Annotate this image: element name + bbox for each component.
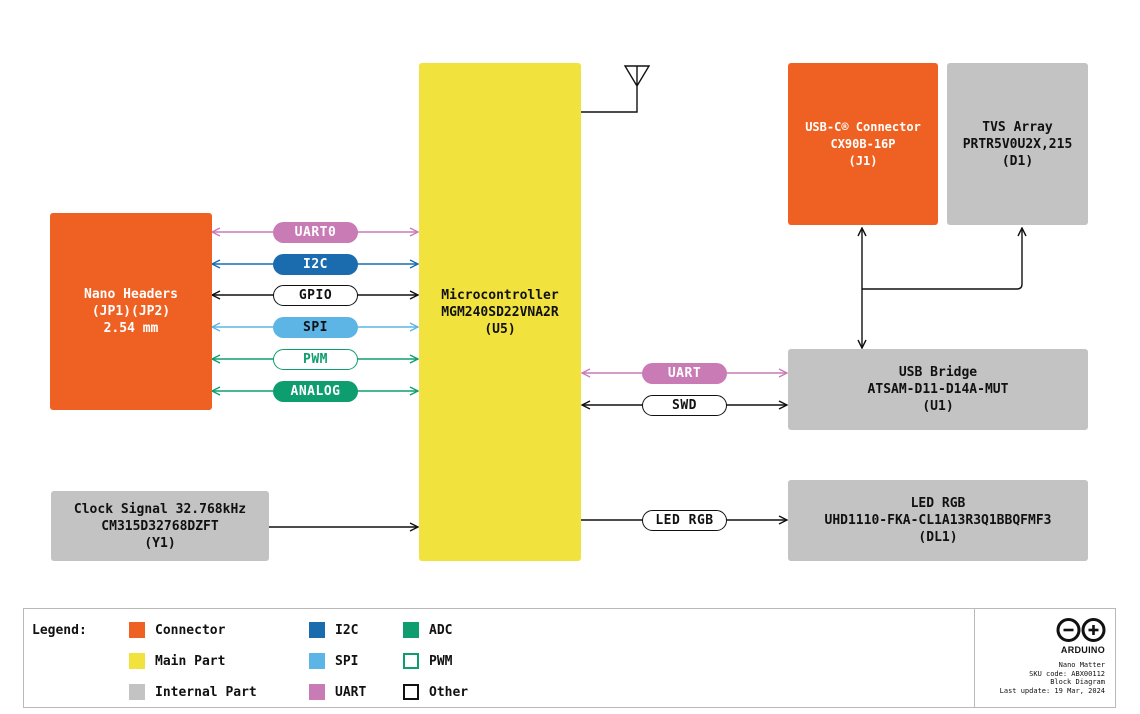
- legend-label-uart: UART: [335, 684, 367, 700]
- gpio-pill: GPIO: [273, 285, 358, 306]
- clock-title: Clock Signal 32.768kHz: [73, 501, 247, 517]
- nano-headers-pitch: 2.54 mm: [103, 321, 159, 336]
- legend-label-internal-part: Internal Part: [155, 684, 257, 700]
- legend-label-adc: ADC: [429, 622, 453, 638]
- tvs-line: [862, 228, 1022, 290]
- antenna-icon: [581, 65, 651, 113]
- legend-label-main-part: Main Part: [155, 653, 226, 669]
- usb-bridge-title: USB Bridge: [898, 365, 978, 380]
- tvs-array-block: TVS Array PRTR5V0U2X,215 (D1): [947, 63, 1088, 225]
- uart0-pill: UART0: [273, 222, 358, 243]
- legend-label-pwm: PWM: [429, 653, 453, 669]
- adc-swatch: [403, 622, 419, 638]
- legend-panel: Legend: Connector Main Part Internal Par…: [23, 608, 1116, 708]
- internal-part-swatch: [129, 684, 145, 700]
- pwm-swatch: [403, 653, 419, 669]
- legend-item-adc: ADC: [403, 622, 452, 638]
- uart-swatch: [309, 684, 325, 700]
- pwm-pill: PWM: [273, 349, 358, 370]
- brand-product: Nano Matter: [1058, 661, 1105, 669]
- usb-bridge-block: USB Bridge ATSAM-D11-D14A-MUT (U1): [788, 349, 1088, 430]
- legend-title: Legend:: [32, 623, 87, 638]
- usb-c-connector-block: USB-C® Connector CX90B-16P (J1): [788, 63, 938, 225]
- usb-bridge-part: ATSAM-D11-D14A-MUT: [867, 382, 1009, 397]
- brand-info: Nano Matter SKU code: ABX00112 Block Dia…: [1000, 661, 1105, 695]
- tvs-ref: (D1): [1001, 153, 1034, 169]
- tvs-part: PRTR5V0U2X,215: [962, 136, 1073, 152]
- clock-ref: (Y1): [144, 535, 176, 551]
- legend-item-spi: SPI: [309, 653, 358, 669]
- legend-item-uart: UART: [309, 684, 366, 700]
- spi-swatch: [309, 653, 325, 669]
- i2c-pill: I2C: [273, 254, 358, 275]
- legend-item-main-part: Main Part: [129, 653, 225, 669]
- led-rgb-title: LED RGB: [910, 496, 966, 511]
- nano-headers-part: (JP1)(JP2): [91, 304, 171, 319]
- mcu-part: MGM240SD22VNA2R: [441, 304, 559, 320]
- brand-name: ARDUINO: [1060, 645, 1105, 655]
- uart-pill: UART: [642, 363, 727, 384]
- arduino-logo-icon: [1056, 618, 1106, 642]
- usb-c-title: USB-C® Connector: [805, 119, 921, 134]
- analog-pill: ANALOG: [273, 381, 358, 402]
- usb-c-ref: (J1): [848, 153, 878, 168]
- swd-pill: SWD: [642, 395, 727, 416]
- legend-label-connector: Connector: [155, 622, 226, 638]
- nano-headers-block: Nano Headers (JP1)(JP2) 2.54 mm: [50, 213, 212, 410]
- legend-item-internal-part: Internal Part: [129, 684, 257, 700]
- microcontroller-block: Microcontroller MGM240SD22VNA2R (U5): [419, 63, 581, 561]
- usb-bridge-ref: (U1): [922, 399, 954, 414]
- clock-part: CM315D32768DZFT: [101, 518, 219, 534]
- legend-label-spi: SPI: [335, 653, 359, 669]
- led-rgb-block: LED RGB UHD1110-FKA-CL1A13R3Q1BBQFMF3 (D…: [788, 480, 1088, 561]
- usb-c-part: CX90B-16P: [830, 136, 896, 151]
- brand-doc: Block Diagram: [1050, 678, 1105, 686]
- other-swatch: [403, 684, 419, 700]
- legend-label-other: Other: [429, 684, 469, 700]
- connector-swatch: [129, 622, 145, 638]
- legend-item-pwm: PWM: [403, 653, 452, 669]
- main-part-swatch: [129, 653, 145, 669]
- legend-item-other: Other: [403, 684, 468, 700]
- legend-item-i2c: I2C: [309, 622, 358, 638]
- brand-sku: SKU code: ABX00112: [1029, 669, 1105, 678]
- spi-pill: SPI: [273, 317, 358, 338]
- legend-label-i2c: I2C: [335, 622, 359, 638]
- brand-panel: ARDUINO Nano Matter SKU code: ABX00112 B…: [974, 609, 1117, 707]
- mcu-title: Microcontroller: [441, 287, 559, 303]
- led-rgb-pill: LED RGB: [642, 510, 727, 531]
- clock-signal-block: Clock Signal 32.768kHz CM315D32768DZFT (…: [51, 491, 269, 561]
- led-rgb-ref: (DL1): [918, 530, 958, 545]
- tvs-title: TVS Array: [982, 119, 1053, 135]
- mcu-ref: (U5): [484, 321, 516, 337]
- i2c-swatch: [309, 622, 325, 638]
- brand-updated: Last update: 19 Mar, 2024: [999, 686, 1105, 695]
- nano-headers-title: Nano Headers: [84, 287, 178, 302]
- legend-item-connector: Connector: [129, 622, 225, 638]
- led-rgb-part: UHD1110-FKA-CL1A13R3Q1BBQFMF3: [824, 513, 1052, 528]
